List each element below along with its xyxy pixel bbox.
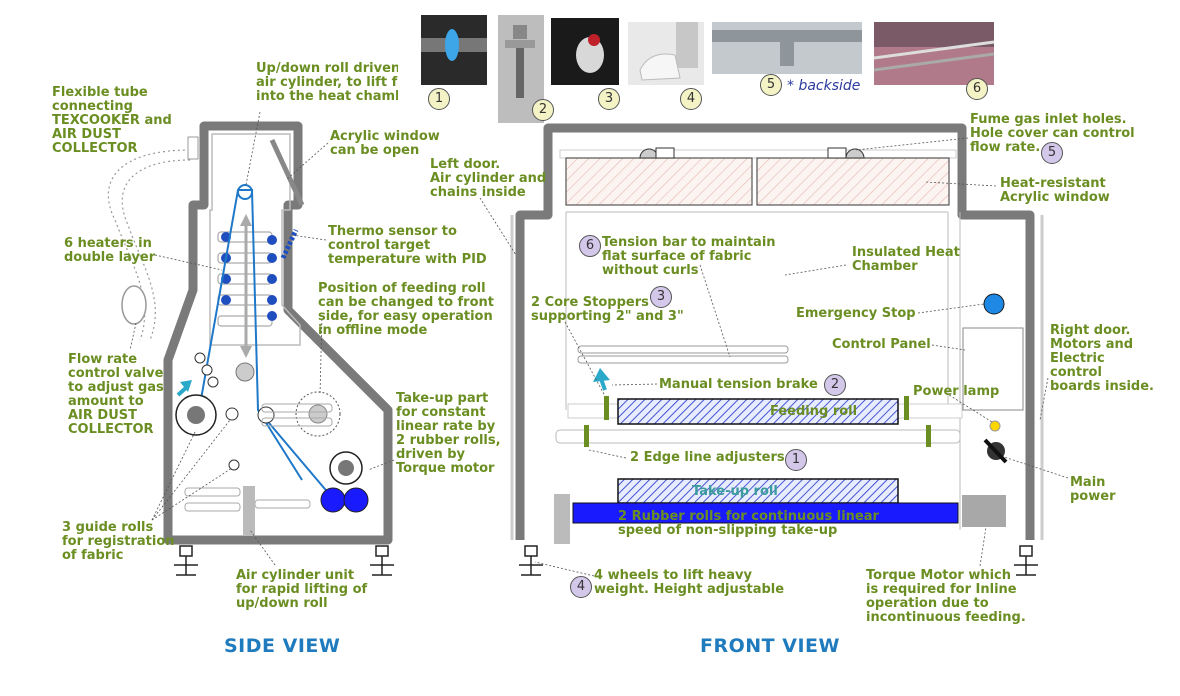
photo-number-2: 2	[532, 99, 554, 121]
edge-adjuster-right	[926, 425, 931, 447]
wheels-number: 4	[570, 576, 592, 598]
control-panel	[962, 327, 1024, 411]
brake-number: 2	[824, 374, 846, 396]
edge-line-bar	[555, 429, 961, 444]
label-tension-bar: Tension bar to maintain flat surface of …	[602, 235, 776, 278]
label-rubber-rolls: 2 Rubber rolls for continuous linear spe…	[618, 509, 879, 538]
edge-adjuster-left	[584, 425, 589, 447]
left-air-cylinder	[554, 494, 570, 544]
alt-feeding-position	[295, 391, 341, 437]
front-frame	[515, 123, 1035, 540]
lower-roll	[235, 362, 255, 382]
label-wheels: 4 wheels to lift heavy weight. Height ad…	[594, 568, 785, 597]
label-air-cylinder: Air cylinder unit for rapid lifting of u…	[236, 568, 368, 611]
core-stopper-left	[604, 396, 609, 420]
label-edge-line: 2 Edge line adjusters	[630, 450, 785, 465]
photo-number-1: 1	[428, 88, 450, 110]
photo-number-6: 6	[966, 78, 988, 100]
label-flexible-tube: Flexible tube connecting TEXCOOKER and A…	[52, 85, 172, 156]
photo-6	[873, 22, 995, 85]
side-wheels	[174, 545, 394, 576]
label-acrylic-window: Acrylic window can be open	[330, 129, 440, 158]
side-acrylic-window	[269, 138, 305, 207]
label-manual-brake: Manual tension brake	[659, 377, 818, 392]
label-takeup-roll: Take-up roll	[692, 484, 778, 499]
power-lamp	[989, 420, 1001, 432]
side-frame	[163, 121, 393, 545]
label-main-power: Main power	[1070, 475, 1116, 504]
label-insulated-chamber: Insulated Heat Chamber	[852, 245, 960, 274]
rubber-roll-2	[343, 487, 369, 513]
tension-brake-arrow	[593, 368, 610, 382]
label-power-lamp: Power lamp	[913, 384, 1000, 399]
photo-number-4: 4	[680, 88, 702, 110]
label-left-door: Left door. Air cylinder and chains insid…	[430, 157, 547, 200]
label-heaters: 6 heaters in double layer	[64, 236, 156, 265]
acrylic-window-right	[756, 157, 950, 206]
rubber-roll-1	[320, 487, 346, 513]
tension-bar	[577, 345, 789, 354]
front-view-title: FRONT VIEW	[700, 635, 840, 657]
label-thermo-sensor: Thermo sensor to control target temperat…	[328, 224, 487, 267]
emergency-stop-button	[983, 293, 1005, 315]
photo-4	[628, 22, 704, 85]
side-leaders	[129, 111, 395, 566]
photo-number-5: 5	[760, 74, 782, 96]
updown-roll	[237, 184, 253, 200]
label-right-door: Right door. Motors and Electric control …	[1050, 323, 1154, 394]
label-flow-rate: Flow rate control valve to adjust gas am…	[68, 352, 164, 437]
backside-label: * backside	[787, 78, 861, 94]
label-takeup-part: Take-up part for constant linear rate by…	[396, 391, 501, 476]
photo-number-3: 3	[598, 88, 620, 110]
tension-number: 6	[579, 235, 601, 257]
rubber-rolls	[572, 502, 959, 524]
edge-number: 1	[785, 449, 807, 471]
air-cylinder-unit	[243, 486, 255, 536]
label-torque-motor: Torque Motor which is required for Inlin…	[866, 568, 1026, 625]
acrylic-window-left	[565, 157, 753, 206]
fume-number: 5	[1041, 142, 1063, 164]
label-roll-driven: Up/down roll driven air cylinder, to lif…	[256, 62, 398, 104]
label-core-stoppers: 2 Core Stoppers supporting 2" and 3"	[531, 295, 684, 324]
label-guide-rolls: 3 guide rolls for registration of fabric	[62, 520, 175, 563]
tube-connector	[187, 136, 199, 160]
label-fume-gas: Fume gas inlet holes. Hole cover can con…	[970, 112, 1135, 155]
label-emergency-stop: Emergency Stop	[796, 306, 916, 321]
core-stopper-right	[904, 396, 909, 420]
photo-5	[712, 22, 862, 74]
side-view-title: SIDE VIEW	[224, 635, 341, 657]
thermo-sensor	[280, 228, 299, 260]
label-heat-resistant: Heat-resistant Acrylic window	[1000, 176, 1110, 205]
label-feeding-roll-position: Position of feeding roll can be changed …	[318, 281, 494, 338]
photo-3	[551, 18, 619, 85]
feeding-roll	[617, 398, 899, 425]
fume-holes	[639, 147, 865, 159]
front-leaders	[479, 137, 1069, 577]
torque-motor	[962, 495, 1006, 527]
flow-rate-valve	[121, 285, 147, 325]
front-wheels	[519, 545, 1038, 576]
label-control-panel: Control Panel	[832, 337, 931, 352]
photo-1	[421, 15, 487, 85]
label-feeding-roll: Feeding roll	[770, 404, 858, 419]
core-number: 3	[650, 286, 672, 308]
